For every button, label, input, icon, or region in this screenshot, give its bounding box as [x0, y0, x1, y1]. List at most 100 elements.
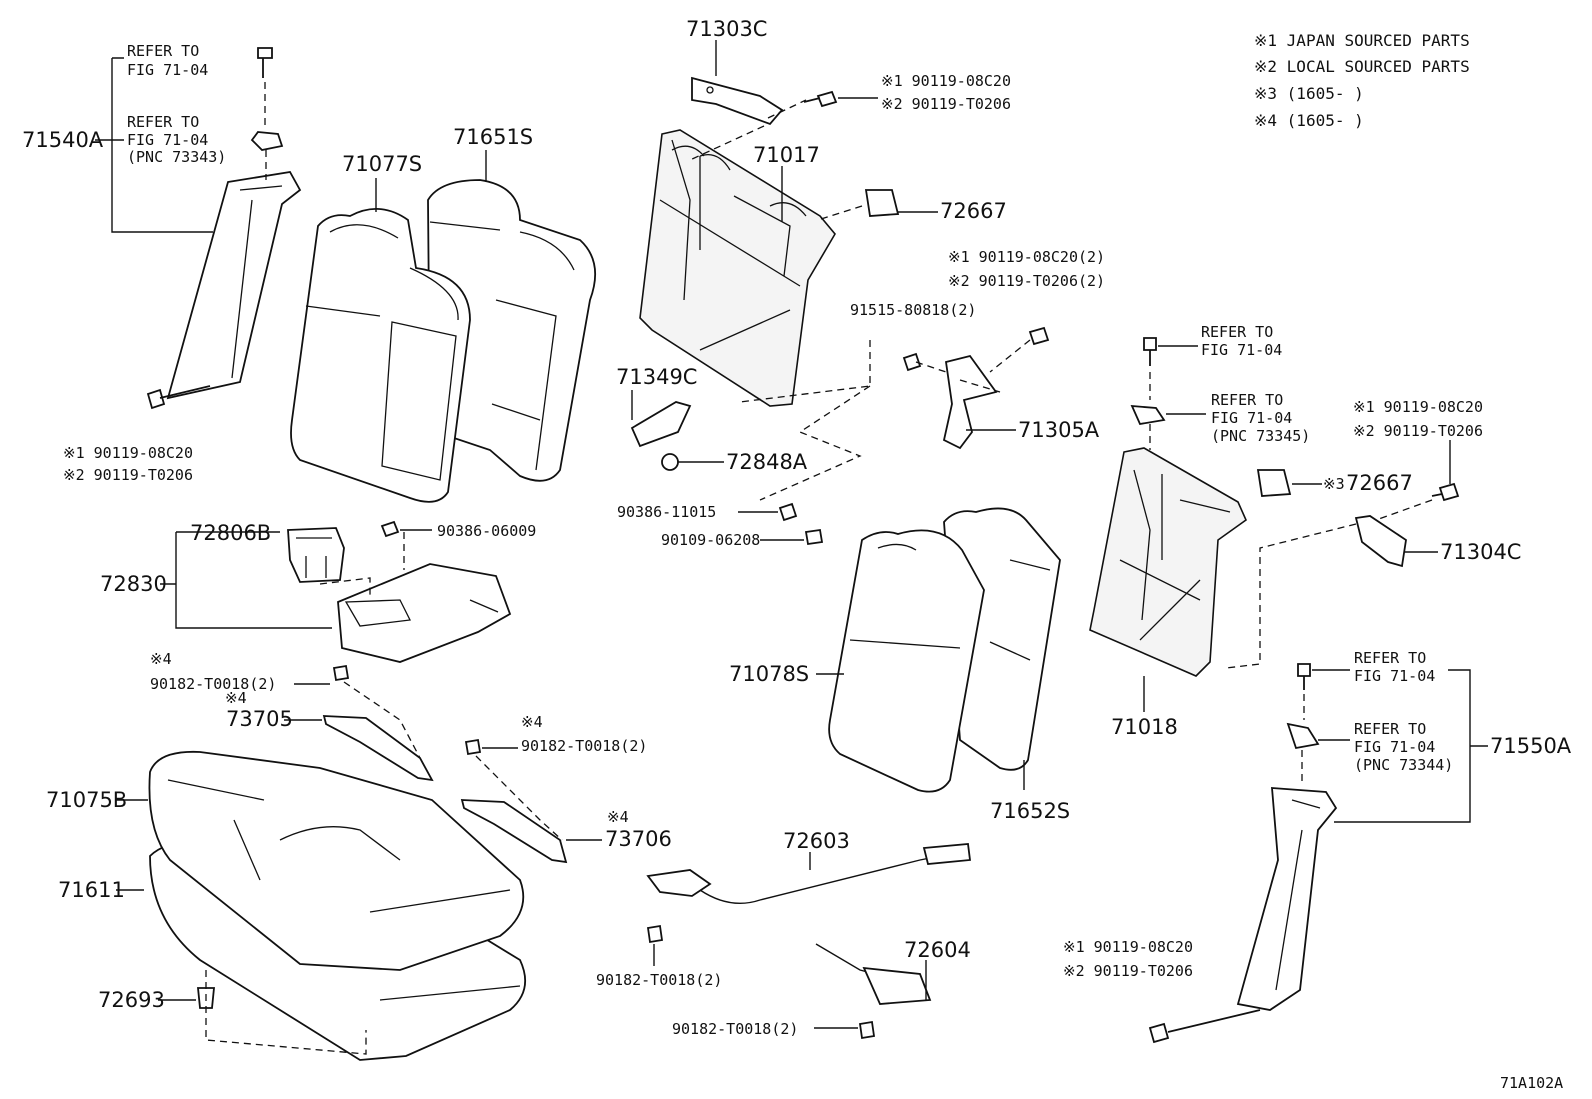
part-label-71349C: 71349C — [616, 365, 697, 389]
nut-label: 90182-T0018(2) — [150, 675, 276, 693]
bolt-local-label: ※2 90119-T0206 — [1353, 422, 1483, 440]
part-label-71651S: 71651S — [453, 125, 533, 149]
cables-group: 72603 90182-T0018(2) 72604 90182-T0018(2… — [596, 829, 972, 1040]
hook-73705-drawing — [322, 715, 434, 782]
part-label-71540A: 71540A — [22, 128, 104, 152]
seatback-71078S-drawing — [828, 529, 985, 793]
pin-label: 91515-80818(2) — [850, 301, 976, 319]
fig-label: FIG 71-04 — [127, 61, 208, 79]
part-label-71078S: 71078S — [729, 662, 809, 686]
fig-label: FIG 71-04 — [1354, 738, 1435, 756]
nut-label: 90182-T0018(2) — [521, 737, 647, 755]
bracket-71304C-drawing — [1354, 515, 1407, 568]
bolt-japan-label: ※1 90119-08C20 — [1063, 938, 1193, 956]
cap-72848A-drawing — [661, 453, 679, 471]
side-panel-left-drawing — [166, 171, 302, 400]
fig-label: FIG 71-04 — [1211, 409, 1292, 427]
part-label-72848A: 72848A — [726, 450, 808, 474]
bracket-71304C-group: ※1 90119-08C20 ※2 90119-T0206 71304C — [1225, 398, 1521, 669]
frame-71018-drawing — [1089, 447, 1247, 677]
part-label-71304C: 71304C — [1440, 540, 1521, 564]
part-label-72693: 72693 — [98, 988, 165, 1012]
frame-71017-drawing — [639, 129, 836, 407]
figure-code: 71A102A — [1500, 1074, 1563, 1092]
part-label-71652S: 71652S — [990, 799, 1070, 823]
bolt-japan-label: ※1 90119-08C20 — [63, 444, 193, 462]
legend-item-2: ※2 LOCAL SOURCED PARTS — [1254, 57, 1470, 76]
armrest-group: 72806B 72830 90386-06009 — [100, 520, 536, 663]
seatback-71651S-drawing — [427, 179, 597, 482]
part-label-72806B: 72806B — [190, 521, 271, 545]
seatback-covers-right: 71078S 71652S — [729, 507, 1070, 823]
cushion-71075B-drawing — [148, 750, 525, 971]
fig-label: FIG 71-04 — [127, 131, 208, 149]
refer-to-label: REFER TO — [1201, 323, 1273, 341]
part-label-71303C: 71303C — [686, 17, 767, 41]
part-label-71017: 71017 — [753, 143, 820, 167]
pnc-label: (PNC 73344) — [1354, 756, 1453, 774]
armrest-72830-drawing — [337, 563, 512, 663]
part-label-73705: 73705 — [226, 707, 293, 731]
nut-label: 90182-T0018(2) — [596, 971, 722, 989]
screw-label: 90109-06208 — [661, 531, 760, 549]
fig-label: FIG 71-04 — [1201, 341, 1282, 359]
pnc-label: (PNC 73343) — [127, 148, 226, 166]
cushion-label: 90386-11015 — [617, 503, 716, 521]
clip-drawing — [250, 131, 284, 151]
mark-4: ※4 — [521, 713, 543, 731]
part-label-72604: 72604 — [904, 938, 971, 962]
refer-to-label: REFER TO — [1211, 391, 1283, 409]
cushion-label: 90386-06009 — [437, 522, 536, 540]
part-label-73706: 73706 — [605, 827, 672, 851]
part-label-72603: 72603 — [783, 829, 850, 853]
cover-71349C-drawing — [630, 401, 692, 448]
side-panel-right-drawing — [1236, 787, 1338, 1011]
hooks-group: ※4 90182-T0018(2) ※4 73705 ※4 90182-T001… — [150, 650, 672, 864]
part-71550A-group: REFER TO FIG 71-04 REFER TO FIG 71-04 (P… — [1063, 649, 1572, 1044]
clip-72667-drawing — [1256, 469, 1292, 497]
hook-73706-drawing — [460, 799, 568, 864]
legend: ※1 JAPAN SOURCED PARTS ※2 LOCAL SOURCED … — [1254, 31, 1470, 130]
part-label-71018: 71018 — [1111, 715, 1178, 739]
clip-72667-drawing — [864, 189, 900, 217]
bolt-drawing — [803, 90, 838, 108]
bolt-japan-label: ※1 90119-08C20 — [1353, 398, 1483, 416]
mark-4: ※4 — [225, 689, 247, 707]
bolt-local-label: ※2 90119-T0206 — [881, 95, 1011, 113]
legend-item-1: ※1 JAPAN SOURCED PARTS — [1254, 31, 1470, 50]
cable-72603-drawing — [699, 851, 961, 905]
part-label-72667: 72667 — [1346, 471, 1413, 495]
seatback-71077S-drawing — [290, 207, 471, 503]
nut-label: 90182-T0018(2) — [672, 1020, 798, 1038]
fig-label: FIG 71-04 — [1354, 667, 1435, 685]
bracket-71303C-drawing — [691, 76, 784, 126]
mark-4: ※4 — [607, 808, 629, 826]
part-label-72830: 72830 — [100, 572, 167, 596]
bolt-japan-label: ※1 90119-08C20 — [881, 72, 1011, 90]
cushion-group: 71075B 71611 72693 — [46, 750, 527, 1061]
legend-item-4: ※4 (1605- ) — [1254, 111, 1364, 130]
bolt-local-label: ※2 90119-T0206(2) — [948, 272, 1105, 290]
part-label-72667: 72667 — [940, 199, 1007, 223]
part-label-71305A: 71305A — [1018, 418, 1100, 442]
pnc-label: (PNC 73345) — [1211, 427, 1310, 445]
bolt-local-label: ※2 90119-T0206 — [1063, 962, 1193, 980]
part-label-71075B: 71075B — [46, 788, 127, 812]
hinge-group: 71349C 72848A 71305A ※1 90119-08C20(2) ※… — [616, 248, 1105, 549]
bolt-japan-label: ※1 90119-08C20(2) — [948, 248, 1105, 266]
mark-3: ※3 — [1323, 475, 1345, 493]
screw-drawing — [257, 47, 273, 78]
part-label-71077S: 71077S — [342, 152, 422, 176]
part-label-71550A: 71550A — [1490, 734, 1572, 758]
cupholder-72806B-drawing — [287, 527, 345, 583]
mark-4: ※4 — [150, 650, 172, 668]
frame-71018-group: 71018 REFER TO FIG 71-04 REFER TO FIG 71… — [1089, 323, 1413, 739]
frame-71017-group: 71303C 71017 72667 ※1 90119-08C20 ※2 901… — [639, 17, 1011, 407]
refer-to-label: REFER TO — [127, 42, 199, 60]
refer-to-label: REFER TO — [127, 113, 199, 131]
seatback-covers-left: 71077S 71651S — [290, 125, 597, 503]
hinge-71305A-drawing — [942, 354, 998, 450]
refer-to-label: REFER TO — [1354, 649, 1426, 667]
part-71540A-group: 71540A REFER TO FIG 71-04 REFER TO FIG 7… — [22, 42, 302, 484]
